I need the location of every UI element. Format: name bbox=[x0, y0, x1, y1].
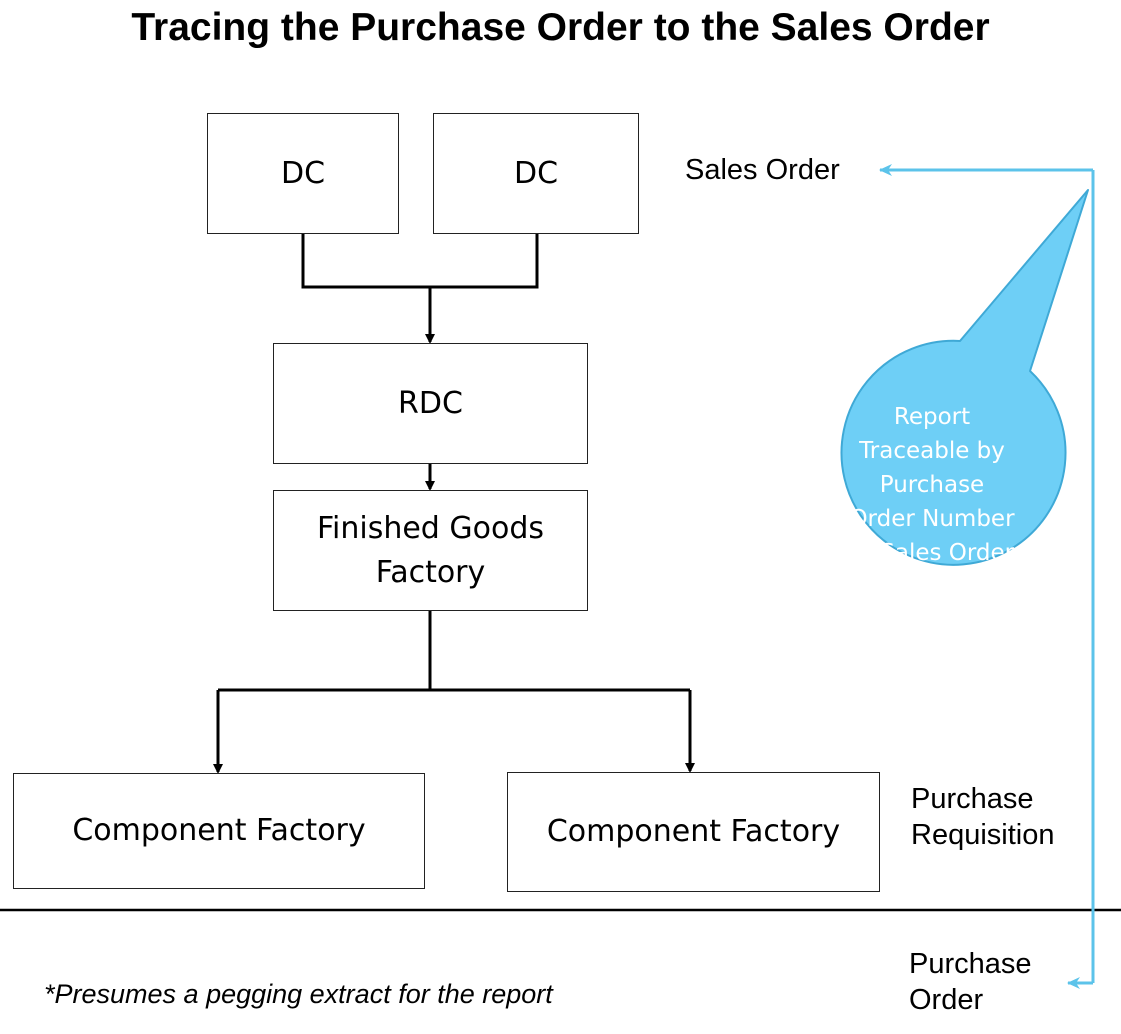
callout-bubble bbox=[840, 189, 1089, 566]
node-finished-goods-line2: Factory bbox=[375, 554, 486, 590]
node-component-left-label: Component Factory bbox=[72, 813, 366, 849]
connector-dc-left bbox=[301, 233, 430, 289]
callout-line: to Sales Order bbox=[849, 540, 1015, 566]
node-finished-goods-factory: Finished Goods Factory bbox=[273, 490, 588, 611]
node-dc-right-label: DC bbox=[513, 155, 559, 191]
node-dc-left-label: DC bbox=[280, 155, 326, 191]
node-component-right-label: Component Factory bbox=[546, 814, 841, 850]
callout-line: Report bbox=[893, 404, 971, 430]
callout-line: Traceable by bbox=[859, 438, 1005, 464]
label-purchase-order-line2: Order bbox=[909, 984, 984, 1017]
label-purchase-order-line1: Purchase bbox=[909, 948, 1032, 980]
callout-line: Purchase bbox=[879, 472, 985, 498]
label-sales-order: Sales Order bbox=[685, 154, 840, 186]
label-purchase-requisition: Purchase Requisition bbox=[911, 781, 1054, 854]
page-title: Tracing the Purchase Order to the Sales … bbox=[131, 6, 990, 49]
label-purchase-order: Purchase Order bbox=[909, 946, 1032, 1019]
node-rdc-label: RDC bbox=[398, 385, 463, 421]
node-dc-left: DC bbox=[207, 113, 399, 234]
node-component-factory-right: Component Factory bbox=[507, 772, 880, 892]
label-purchase-requisition-line1: Purchase bbox=[911, 783, 1034, 815]
node-finished-goods-line1: Finished Goods bbox=[316, 511, 545, 546]
connector-dc-right bbox=[430, 233, 539, 289]
callout-text: Report Traceable by Purchase Order Numbe… bbox=[832, 400, 1032, 570]
callout-line: Order Number bbox=[849, 506, 1015, 532]
node-component-factory-left: Component Factory bbox=[13, 773, 425, 889]
node-rdc: RDC bbox=[273, 343, 588, 464]
footnote: *Presumes a pegging extract for the repo… bbox=[44, 979, 553, 1009]
node-dc-right: DC bbox=[433, 113, 639, 234]
label-purchase-requisition-line2: Requisition bbox=[911, 819, 1055, 852]
